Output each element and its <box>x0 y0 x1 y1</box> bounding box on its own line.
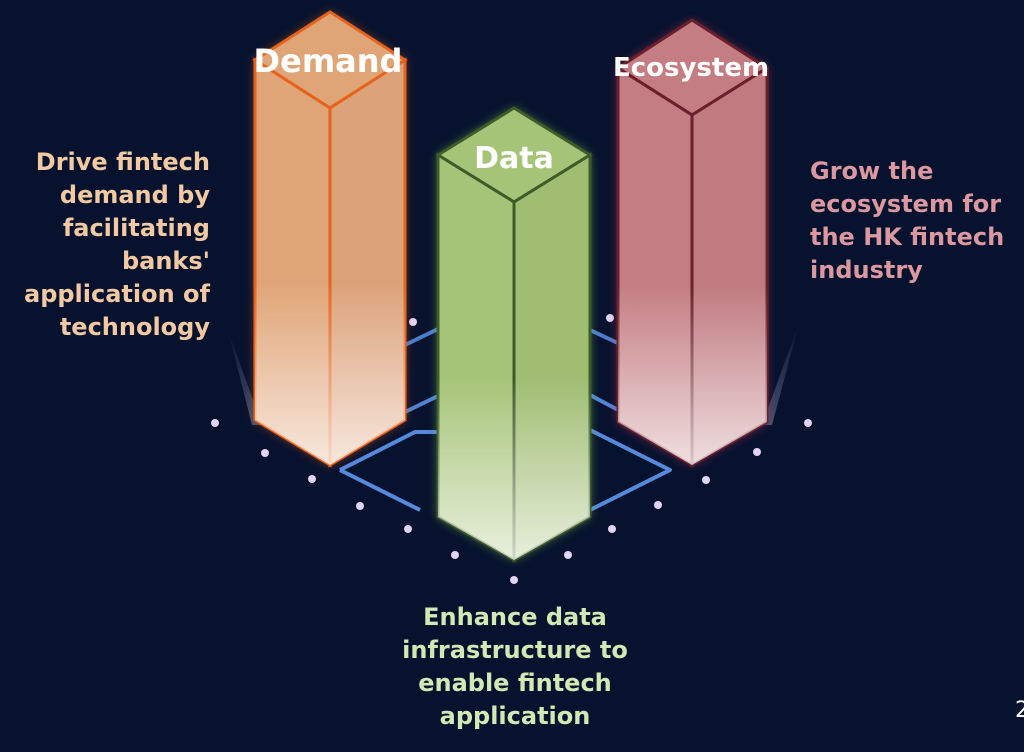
data-pillar: Data <box>435 106 593 563</box>
ecosystem-pillar: Ecosystem <box>613 18 770 468</box>
light-beam-right <box>762 320 800 425</box>
platform-dots <box>211 314 812 584</box>
data-caption: Enhance data infrastructure to enable fi… <box>402 603 628 730</box>
ecosystem-pillar-label: Ecosystem <box>613 53 769 83</box>
data-pillar-label: Data <box>474 141 554 176</box>
demand-pillar-label: Demand <box>254 42 403 80</box>
platform-grid <box>339 326 672 512</box>
ecosystem-caption: Grow the ecosystem for the HK fintech in… <box>810 157 1005 284</box>
demand-pillar: Demand <box>252 10 408 468</box>
page-number: 2 <box>1015 698 1024 723</box>
demand-caption: Drive fintech demand by facilitating ban… <box>24 148 210 341</box>
